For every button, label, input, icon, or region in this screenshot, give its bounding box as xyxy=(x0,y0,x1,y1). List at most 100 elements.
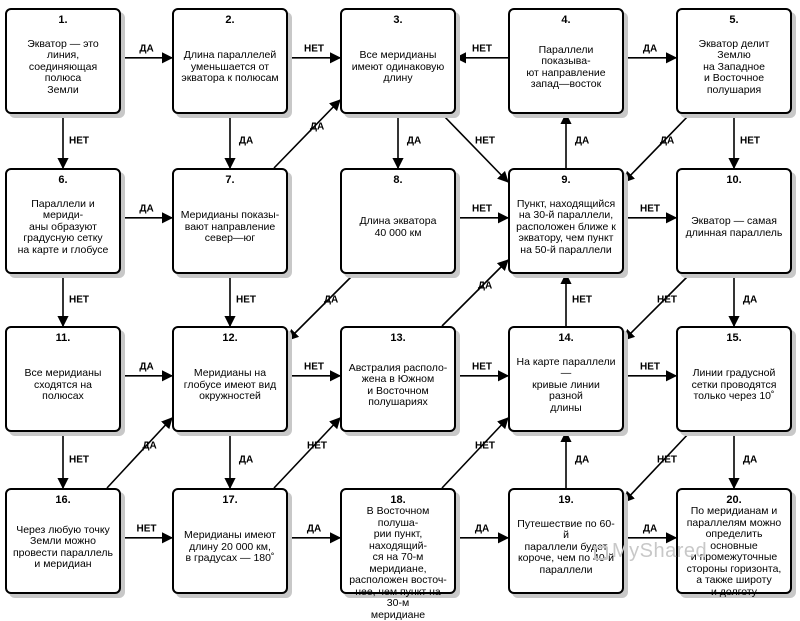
node-20: 20.По меридианам и параллелям можно опре… xyxy=(676,488,792,597)
edge-label: ДА xyxy=(742,454,758,466)
node-number: 7. xyxy=(225,174,235,186)
node-number: 19. xyxy=(558,494,574,506)
edge-label: НЕТ xyxy=(307,440,327,452)
node-number: 12. xyxy=(222,332,238,344)
node-text: Все меридианы имеют одинаковую длину xyxy=(351,49,445,85)
edge-label: НЕТ xyxy=(572,294,592,306)
node-number: 14. xyxy=(558,332,574,344)
node-number: 15. xyxy=(726,332,742,344)
node-text: По меридианам и параллелям можно определ… xyxy=(686,505,782,598)
edge-label: НЕТ xyxy=(472,43,492,55)
edge-label: ДА xyxy=(574,454,590,466)
node-14: 14. На карте параллели — кривые линии раз… xyxy=(508,326,624,432)
edge-label: НЕТ xyxy=(304,43,324,55)
node-number: 1. xyxy=(58,14,68,26)
node-number: 3. xyxy=(393,14,403,26)
edge-label: ДА xyxy=(306,523,322,535)
node-number: 13. xyxy=(390,332,406,344)
edge-label: НЕТ xyxy=(640,361,660,373)
edge-label: ДА xyxy=(142,440,157,452)
edge-label: НЕТ xyxy=(472,361,492,373)
node-11: 11. Все меридианы сходятся на полюсах xyxy=(5,326,121,432)
edge-label: ДА xyxy=(238,454,254,466)
edge-label: ДА xyxy=(642,43,658,55)
node-number: 20. xyxy=(726,494,742,506)
edge-label: НЕТ xyxy=(475,440,495,452)
node-18: 18.В Восточном полуша- рии пункт, находя… xyxy=(340,488,456,620)
edge-label: НЕТ xyxy=(69,294,89,306)
node-8: 8. Длина экватора 40 000 км xyxy=(340,168,456,274)
node-15: 15. Линии градусной сетки проводятся толь… xyxy=(676,326,792,432)
node-text: Через любую точку Земли можно провести п… xyxy=(12,523,114,570)
edge-label: НЕТ xyxy=(657,294,677,306)
node-19: 19.Путешествие по 60-й параллели будет к… xyxy=(508,488,624,594)
node-number: 17. xyxy=(222,494,238,506)
edge-label: ДА xyxy=(238,135,254,147)
node-text: Параллели и мериди- аны образуют градусн… xyxy=(17,197,109,256)
node-text: На карте параллели — кривые линии разной… xyxy=(516,355,616,414)
edge-label: НЕТ xyxy=(304,361,324,373)
edge-label: ДА xyxy=(474,523,490,535)
node-text: Экватор — это линия, соединяющая полюса … xyxy=(27,37,99,96)
edge-label: ДА xyxy=(139,361,154,373)
watermark-icon xyxy=(594,546,608,560)
node-1: 1. Экватор — это линия, соединяющая полюс… xyxy=(5,8,121,114)
node-number: 9. xyxy=(561,174,571,186)
edge-label: НЕТ xyxy=(640,203,660,215)
node-5: 5. Экватор делит Землю на Западное и Вост… xyxy=(676,8,792,114)
node-text: Меридианы показы- вают направление север… xyxy=(180,209,280,245)
node-text: Австралия располо- жена в Южном и Восточ… xyxy=(348,361,448,408)
edge-label: НЕТ xyxy=(657,454,677,466)
edge-label: ДА xyxy=(323,294,339,306)
node-16: 16. Через любую точку Земли можно провест… xyxy=(5,488,121,594)
node-text: Пункт, находящийся на 30-й параллели, ра… xyxy=(516,197,616,256)
node-text: Все меридианы сходятся на полюсах xyxy=(24,367,102,403)
node-number: 5. xyxy=(729,14,739,26)
node-text: Длина параллелей уменьшается от экватора… xyxy=(181,49,279,85)
edge-label: НЕТ xyxy=(69,454,89,466)
node-number: 18. xyxy=(390,494,406,506)
edge-label: НЕТ xyxy=(136,523,157,535)
node-text: Экватор делит Землю на Западное и Восточ… xyxy=(698,37,770,96)
node-3: 3. Все меридианы имеют одинаковую длину xyxy=(340,8,456,114)
edge-label: ДА xyxy=(406,135,422,147)
node-9: 9. Пункт, находящийся на 30-й параллели, … xyxy=(508,168,624,274)
edge-label: НЕТ xyxy=(472,203,492,215)
watermark: MyShared xyxy=(612,540,708,562)
node-6: 6. Параллели и мериди- аны образуют граду… xyxy=(5,168,121,274)
edge-label: ДА xyxy=(139,43,154,55)
node-12: 12. Меридианы на глобусе имеют вид окружн… xyxy=(172,326,288,432)
edge-label: ДА xyxy=(309,121,325,133)
edge-label: НЕТ xyxy=(475,135,495,147)
node-number: 16. xyxy=(55,494,71,506)
node-text: Меридианы на глобусе имеют вид окружност… xyxy=(183,367,277,403)
node-10: 10. Экватор — самая длинная параллель xyxy=(676,168,792,274)
node-text: Линии градусной сетки проводятся только … xyxy=(691,367,777,403)
edge-label: НЕТ xyxy=(236,294,256,306)
node-number: 4. xyxy=(561,14,571,26)
edge-label: ДА xyxy=(477,280,493,292)
node-number: 8. xyxy=(393,174,403,186)
node-17: 17. Меридианы имеют длину 20 000 км, в гр… xyxy=(172,488,288,594)
node-7: 7. Меридианы показы- вают направление сев… xyxy=(172,168,288,274)
node-text: В Восточном полуша- рии пункт, находящий… xyxy=(349,505,447,621)
edge-label: ДА xyxy=(139,203,154,215)
node-number: 6. xyxy=(58,174,68,186)
node-text: Экватор — самая длинная параллель xyxy=(685,215,783,239)
edge-label: ДА xyxy=(659,135,675,147)
node-text: Меридианы имеют длину 20 000 км, в граду… xyxy=(184,529,276,565)
node-number: 11. xyxy=(55,332,71,344)
node-number: 10. xyxy=(726,174,742,186)
edge-label: ДА xyxy=(574,135,590,147)
node-4: 4. Параллели показыва- ют направление зап… xyxy=(508,8,624,114)
node-2: 2. Длина параллелей уменьшается от эквато… xyxy=(172,8,288,114)
edge-label: НЕТ xyxy=(69,135,89,147)
node-number: 2. xyxy=(225,14,235,26)
edge-label: ДА xyxy=(742,294,758,306)
edge-label: ДА xyxy=(642,523,658,535)
node-text: Параллели показыва- ют направление запад… xyxy=(526,43,606,90)
edge-label: НЕТ xyxy=(740,135,760,147)
node-13: 13. Австралия располо- жена в Южном и Вос… xyxy=(340,326,456,432)
node-text: Длина экватора 40 000 км xyxy=(359,215,437,239)
flowchart: 1. Экватор — это линия, соединяющая полюс… xyxy=(5,8,792,620)
